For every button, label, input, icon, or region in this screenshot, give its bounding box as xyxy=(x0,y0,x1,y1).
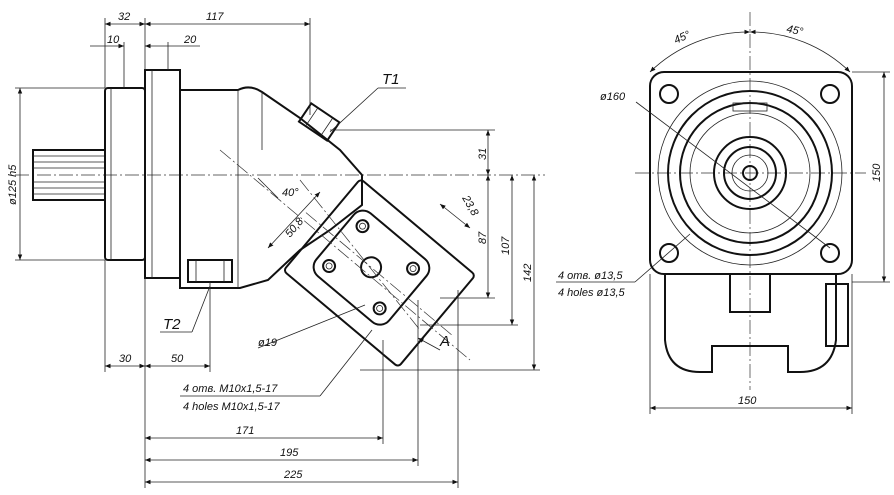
label-t1: T1 xyxy=(382,71,400,88)
dim-dia19: ø19 xyxy=(258,337,277,349)
note-holes-en-m10: 4 holes M10x1,5-17 xyxy=(183,401,280,413)
dim-32: 32 xyxy=(118,11,130,23)
dim-195: 195 xyxy=(280,447,299,459)
port-block xyxy=(283,179,475,367)
dim-150-vertical: 150 xyxy=(871,163,883,182)
pilot-circle xyxy=(667,90,833,256)
dim-10: 10 xyxy=(107,34,120,46)
front-view: 45° 45° ø160 150 150 4 отв. ø13,5 4 hole… xyxy=(556,12,890,414)
lower-body xyxy=(664,274,837,373)
t2-port xyxy=(187,259,233,283)
side-view: 32 117 10 20 ø125 h5 30 50 171 195 225 xyxy=(7,11,545,488)
dim-171: 171 xyxy=(236,425,254,437)
label-a: A xyxy=(439,333,450,350)
dim-dia160: ø160 xyxy=(600,91,626,103)
dim-87: 87 xyxy=(477,231,489,244)
drive-shaft xyxy=(32,149,106,201)
bolt-holes xyxy=(659,84,840,263)
note-holes-en-13-5: 4 holes ø13,5 xyxy=(558,287,626,299)
mounting-flange xyxy=(144,69,181,279)
angle-45-right: 45° xyxy=(785,23,804,38)
dim-dia125: ø125 h5 xyxy=(7,164,19,205)
note-holes-ru-13-5: 4 отв. ø13,5 xyxy=(558,270,623,282)
angle-40: 40° xyxy=(282,187,299,199)
dim-50-8: 50,8 xyxy=(283,215,307,240)
housing xyxy=(179,86,363,289)
dim-117: 117 xyxy=(206,11,224,23)
t1-port xyxy=(297,101,341,142)
dim-225: 225 xyxy=(283,469,303,481)
dim-31: 31 xyxy=(477,148,489,160)
dim-150-horizontal: 150 xyxy=(738,395,757,407)
dim-142: 142 xyxy=(522,264,534,282)
dim-20: 20 xyxy=(183,34,197,46)
label-t2: T2 xyxy=(163,316,181,333)
dim-50: 50 xyxy=(171,353,184,365)
dim-23-8: 23,8 xyxy=(459,193,481,219)
dim-107: 107 xyxy=(500,236,512,255)
shaft-spline xyxy=(723,146,777,200)
dim-30: 30 xyxy=(119,353,132,365)
angle-45-left: 45° xyxy=(672,29,693,47)
note-holes-ru-m10: 4 отв. M10x1,5-17 xyxy=(183,383,278,395)
